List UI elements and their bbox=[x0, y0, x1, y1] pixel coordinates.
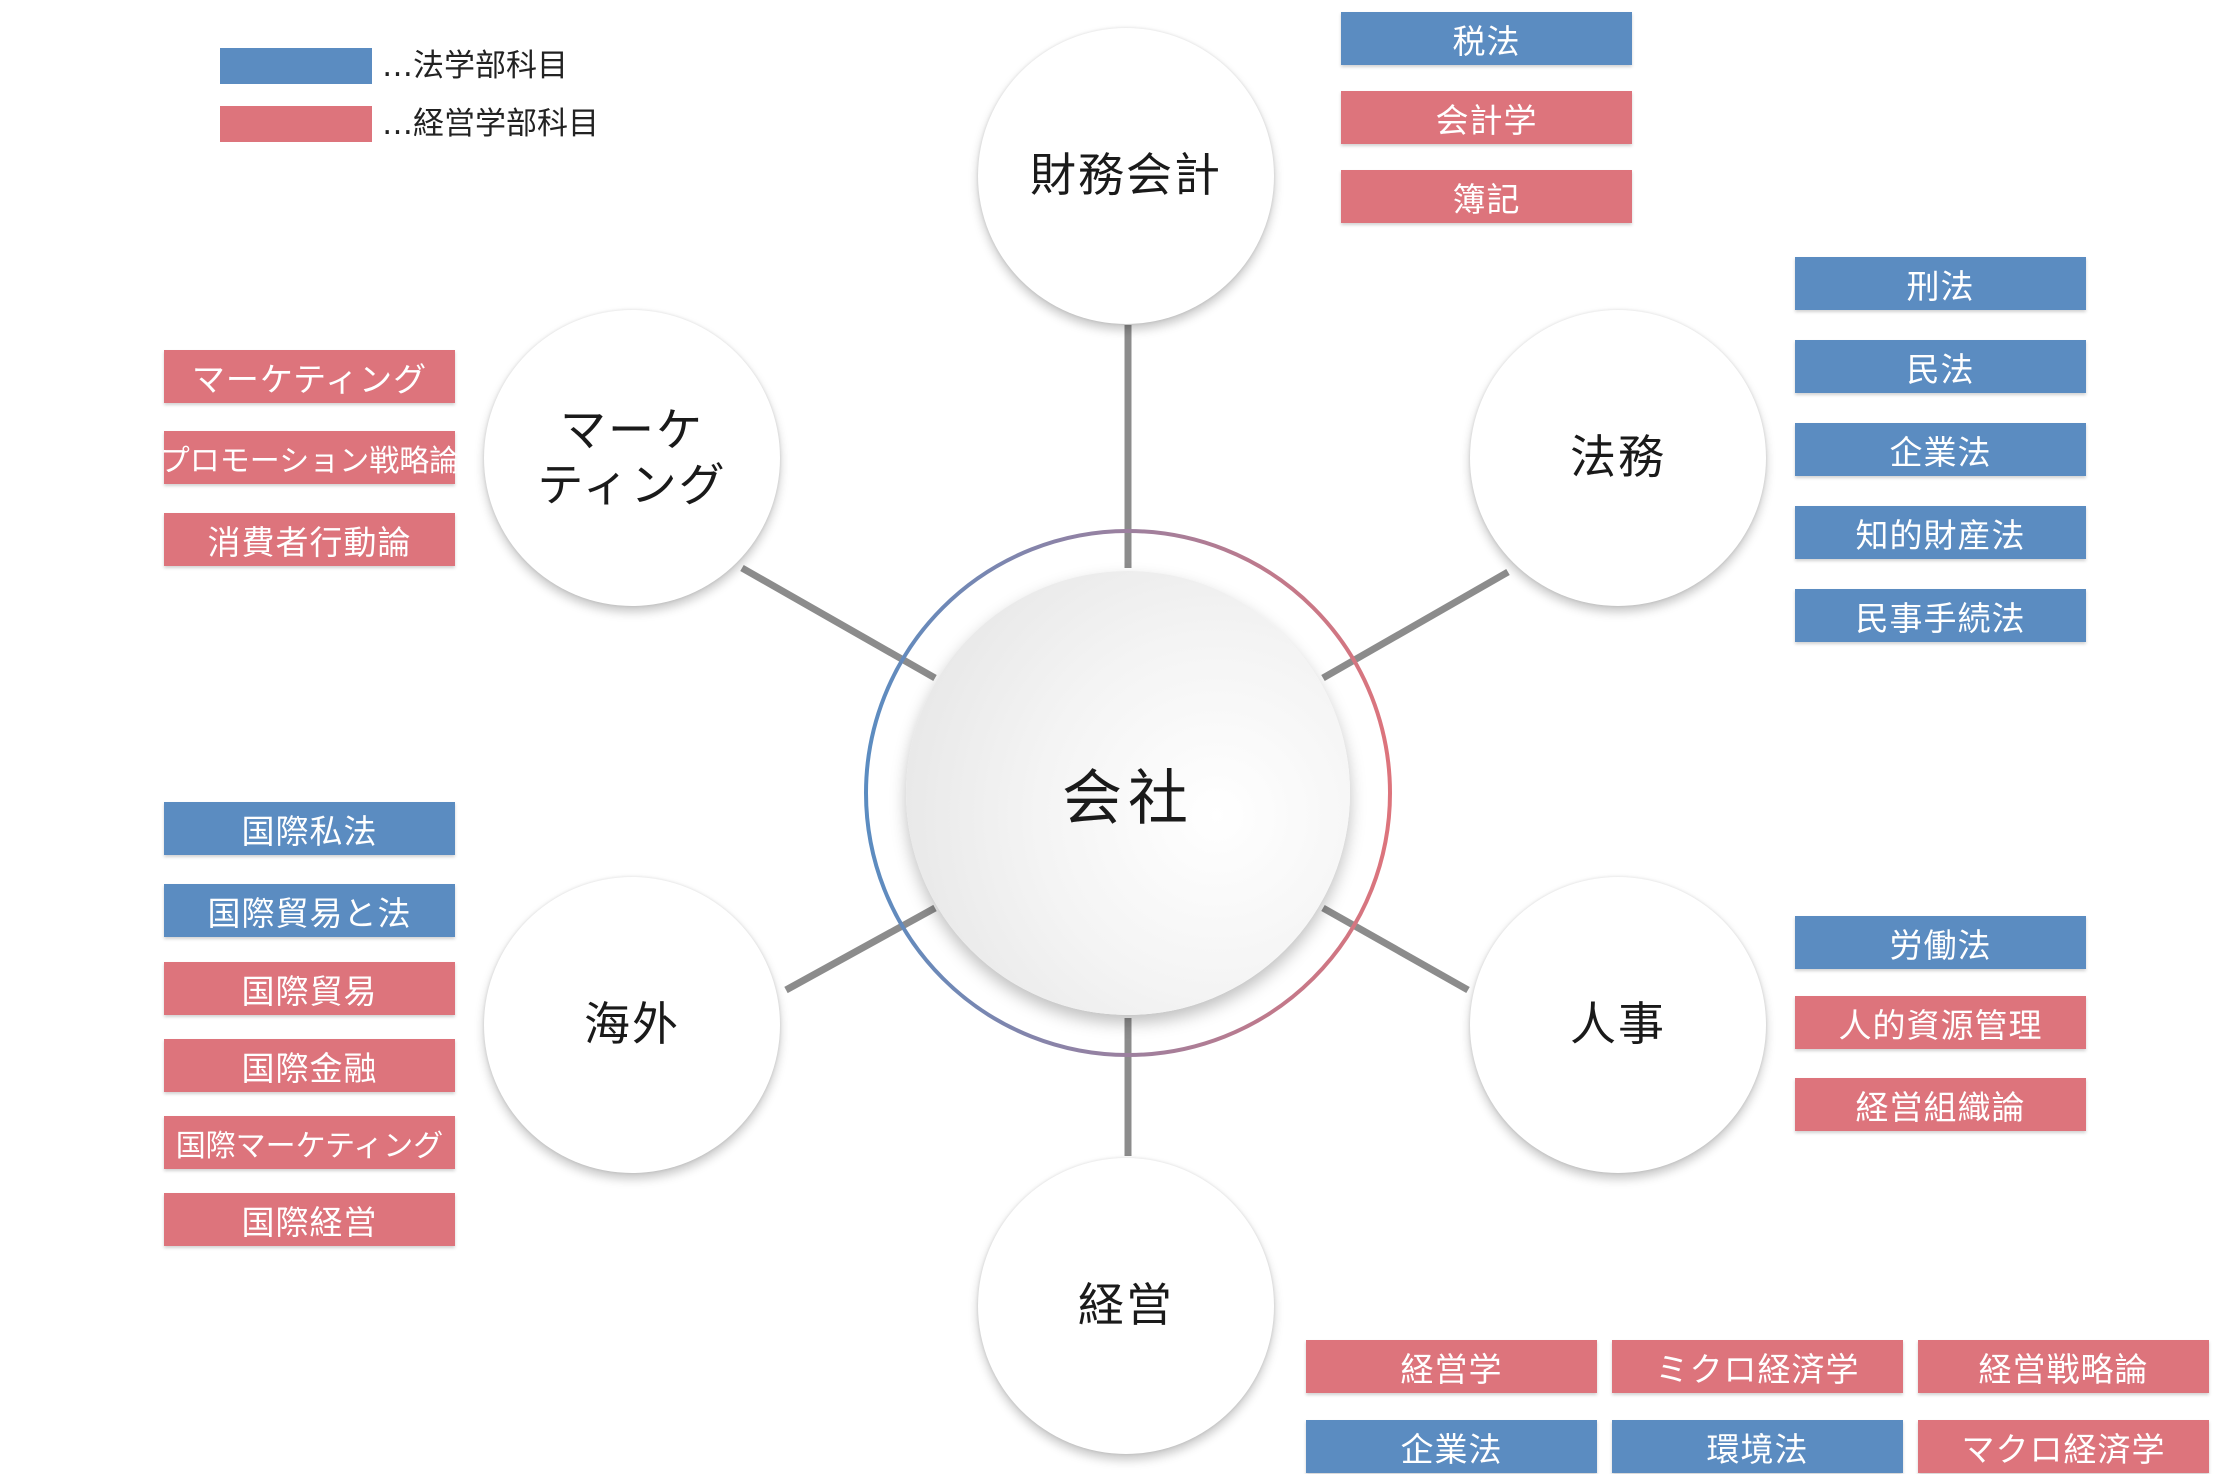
subject-tag: 労働法 bbox=[1795, 916, 2086, 969]
subject-tag: プロモーション戦略論 bbox=[160, 431, 459, 484]
subject-tag: 人的資源管理 bbox=[1795, 996, 2086, 1049]
legend-label-business: …経営学部科目 bbox=[382, 106, 599, 142]
subject-tag: 国際貿易 bbox=[164, 962, 455, 1015]
center-hub: 会社 bbox=[906, 571, 1350, 1015]
subject-tag: 刑法 bbox=[1795, 257, 2086, 310]
subject-tag: 税法 bbox=[1341, 12, 1632, 65]
node-legal: 法務 bbox=[1470, 310, 1766, 606]
subject-tag: 消費者行動論 bbox=[164, 513, 455, 566]
node-label-line: マーケ bbox=[560, 402, 704, 457]
subject-tag: 知的財産法 bbox=[1795, 506, 2086, 559]
node-marketing: マーケ ティング bbox=[484, 310, 780, 606]
center-label: 会社 bbox=[1062, 763, 1194, 834]
subject-tag: 国際金融 bbox=[164, 1039, 455, 1092]
subject-tag: ミクロ経済学 bbox=[1612, 1340, 1903, 1393]
subject-tag: 経営学 bbox=[1306, 1340, 1597, 1393]
subject-tag: 会計学 bbox=[1341, 91, 1632, 144]
connector-overseas bbox=[784, 904, 937, 994]
legend-swatch-business bbox=[220, 106, 372, 142]
node-label: マーケ ティング bbox=[537, 403, 726, 513]
subject-tag: 国際経営 bbox=[164, 1193, 455, 1246]
subject-tag: 民事手続法 bbox=[1795, 589, 2086, 642]
node-management: 経営 bbox=[978, 1158, 1274, 1454]
subject-tag: 民法 bbox=[1795, 340, 2086, 393]
node-label: 人事 bbox=[1570, 997, 1666, 1052]
connector-legal bbox=[1321, 568, 1510, 682]
node-accounting: 財務会計 bbox=[978, 28, 1274, 324]
connector-marketing bbox=[740, 564, 937, 682]
subject-tag: 経営戦略論 bbox=[1918, 1340, 2209, 1393]
legend-swatch-law bbox=[220, 48, 372, 84]
subject-tag: 簿記 bbox=[1341, 170, 1632, 223]
node-label-line: ティング bbox=[537, 458, 727, 512]
center-ring bbox=[864, 529, 1392, 1057]
node-label: 法務 bbox=[1570, 430, 1666, 485]
subject-tag: 経営組織論 bbox=[1795, 1078, 2086, 1131]
subject-tag: 国際私法 bbox=[164, 802, 455, 855]
node-label: 海外 bbox=[584, 997, 680, 1052]
subject-tag: 国際貿易と法 bbox=[164, 884, 455, 937]
node-hr: 人事 bbox=[1470, 877, 1766, 1173]
subject-tag: 環境法 bbox=[1612, 1420, 1903, 1473]
legend-label-law: …法学部科目 bbox=[382, 48, 568, 84]
subject-tag: 国際マーケティング bbox=[164, 1116, 455, 1169]
subject-tag: 企業法 bbox=[1306, 1420, 1597, 1473]
node-label: 経営 bbox=[1078, 1278, 1174, 1333]
node-label: 財務会計 bbox=[1030, 148, 1222, 203]
subject-tag: マクロ経済学 bbox=[1918, 1420, 2209, 1473]
node-overseas: 海外 bbox=[484, 877, 780, 1173]
connector-hr bbox=[1321, 904, 1470, 994]
subject-tag: 企業法 bbox=[1795, 423, 2086, 476]
subject-tag: マーケティング bbox=[164, 350, 455, 403]
